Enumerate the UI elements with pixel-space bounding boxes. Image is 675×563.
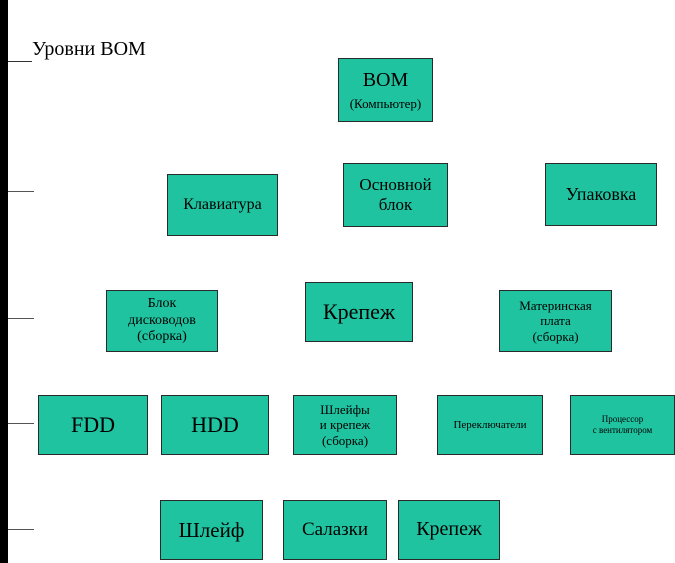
node-rails: Салазки <box>283 500 387 560</box>
node-hdd: HDD <box>161 395 269 455</box>
node-cables-fasteners-assembly: Шлейфы и крепеж (сборка) <box>293 395 397 455</box>
edge-bom-keyboard <box>199 122 386 164</box>
node-fasteners-level2: Крепеж <box>305 282 413 342</box>
level-2-tick <box>8 318 34 319</box>
node-packaging: Упаковка <box>545 163 657 226</box>
edge-main-fasteners <box>374 226 396 291</box>
level-1-tick <box>8 191 34 192</box>
edge-drive-fdd <box>94 351 161 396</box>
edge-drive-cables <box>159 351 346 396</box>
diagram-title: Уровни BOM <box>32 38 146 60</box>
edge-bom-main-block <box>384 122 396 164</box>
left-border-bar <box>0 0 8 563</box>
node-drive-block: Блок дисководов (сборка) <box>106 290 218 352</box>
node-bom: BOM (Компьютер) <box>338 58 433 122</box>
node-bom-sublabel: (Компьютер) <box>349 95 422 111</box>
edge-main-drive-block <box>159 226 396 291</box>
edge-cables-cable <box>209 454 346 501</box>
edge-main-motherboard <box>394 226 546 291</box>
node-fasteners-level4: Крепеж <box>398 500 500 560</box>
node-bom-label: BOM <box>362 69 409 92</box>
level-4-tick <box>8 529 34 530</box>
node-motherboard: Материнская плата (сборка) <box>499 290 612 352</box>
edge-bom-packaging <box>384 122 601 164</box>
edge-mb-cpu <box>544 351 613 396</box>
level-3-tick <box>8 423 34 424</box>
node-switches: Переключатели <box>437 395 543 455</box>
node-main-block: Основной блок <box>343 163 448 227</box>
node-cable: Шлейф <box>160 500 263 560</box>
edge-mb-switches <box>489 351 546 396</box>
node-cpu-with-fan: Процессор с вентилятором <box>570 395 675 455</box>
edge-drive-hdd <box>159 351 211 396</box>
edge-cables-rails <box>334 454 346 501</box>
node-keyboard: Клавиатура <box>167 174 278 236</box>
node-fdd: FDD <box>38 395 148 455</box>
edge-cables-fasteners <box>344 454 449 501</box>
title-underline <box>8 61 32 62</box>
